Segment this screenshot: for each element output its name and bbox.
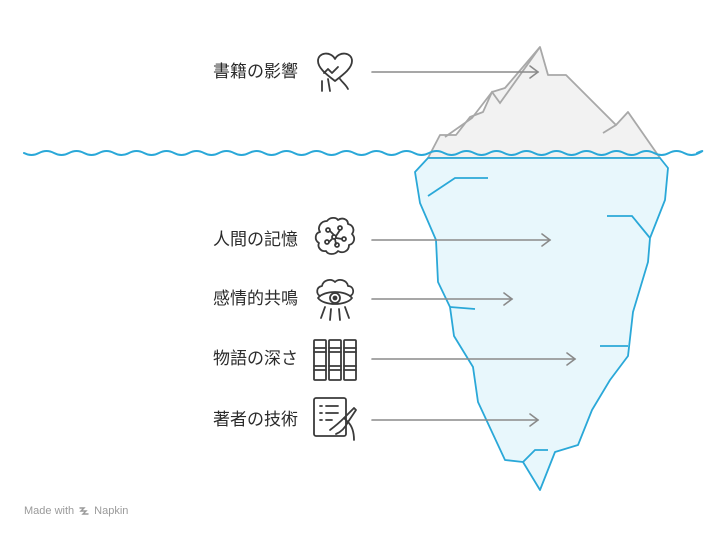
arrow <box>371 413 540 427</box>
heart-hand-icon <box>317 52 353 92</box>
footer-brand: Napkin <box>94 505 129 517</box>
item-label-story-depth: 物語の深さ <box>213 349 298 369</box>
napkin-logo-icon <box>79 507 89 515</box>
iceberg-tip-ridge <box>444 46 541 138</box>
item-label-author-skill: 著者の技術 <box>213 410 298 430</box>
footer-credit: Made with Napkin <box>24 505 128 517</box>
iceberg-crack <box>427 177 488 197</box>
arrow <box>371 292 514 306</box>
item-label-book-influence: 書籍の影響 <box>213 62 298 82</box>
item-label-emotional-resonance: 感情的共鳴 <box>213 289 298 309</box>
writing-hand-icon <box>313 397 357 441</box>
arrow <box>371 352 577 366</box>
item-label-human-memory: 人間の記憶 <box>213 230 298 250</box>
iceberg-underwater <box>414 157 669 491</box>
books-icon <box>313 339 357 381</box>
eye-cloud-icon <box>316 279 355 321</box>
arrow <box>371 65 540 79</box>
brain-icon <box>314 216 356 255</box>
iceberg-tip <box>427 46 661 159</box>
iceberg-crack <box>449 306 476 310</box>
water-line <box>23 150 704 156</box>
footer-prefix: Made with <box>24 505 75 517</box>
iceberg-tip-ridge <box>602 124 617 134</box>
arrow <box>371 233 552 247</box>
iceberg-crack <box>522 449 548 463</box>
iceberg-crack <box>607 215 651 239</box>
